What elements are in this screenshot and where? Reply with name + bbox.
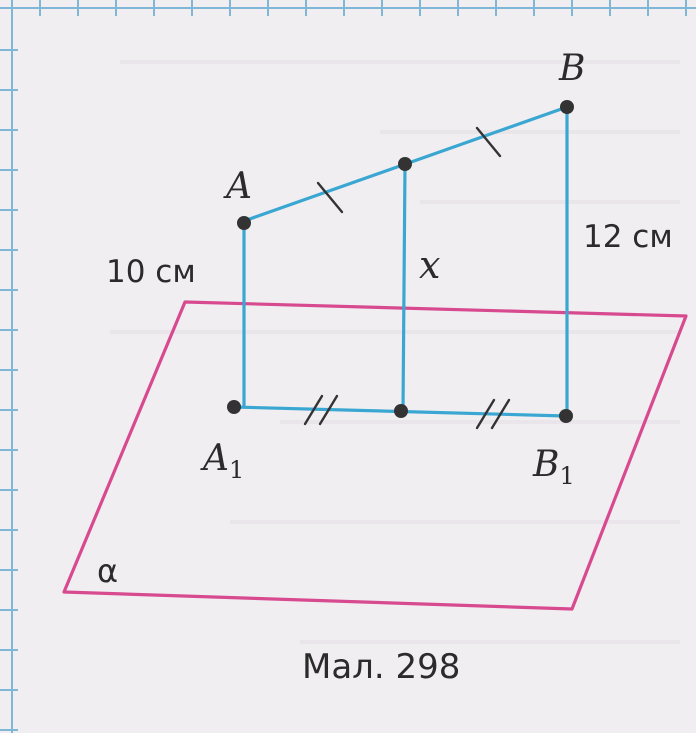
points (227, 100, 574, 423)
plane-alpha (62, 300, 688, 611)
label-A: A (223, 166, 252, 207)
double-tick-A1B1-right-2 (490, 398, 511, 430)
unknown-label-x: x (419, 243, 440, 287)
tick-marks (303, 126, 511, 430)
point-A1 (227, 400, 241, 414)
double-tick-A1B1-left-2 (318, 394, 339, 426)
label-B1-sub: 1 (559, 462, 574, 490)
label-A1-sub: 1 (229, 456, 244, 484)
segments (232, 105, 569, 418)
label-B: B (558, 48, 585, 89)
double-tick-A1B1-left-1 (303, 394, 324, 426)
length-label-AA1: 10 см (106, 254, 196, 290)
length-label-BB1: 12 см (583, 219, 673, 255)
plane-label-alpha: α (97, 552, 118, 590)
label-A1-base: A (200, 438, 229, 479)
point-mid-A1B1 (394, 404, 408, 418)
double-tick-A1B1-right-1 (475, 398, 496, 430)
point-B (560, 100, 574, 114)
background-bleed-text (110, 60, 680, 644)
point-A (237, 216, 251, 230)
tick-AB-left (316, 181, 344, 214)
point-B1 (559, 409, 573, 423)
point-mid-AB (398, 157, 412, 171)
tick-AB-right (475, 126, 502, 158)
label-B1-base: B (532, 444, 559, 485)
label-A1: A1 (200, 438, 244, 484)
segment-x (401, 162, 407, 413)
label-B1: B1 (532, 444, 575, 490)
figure-caption: Мал. 298 (302, 647, 460, 687)
